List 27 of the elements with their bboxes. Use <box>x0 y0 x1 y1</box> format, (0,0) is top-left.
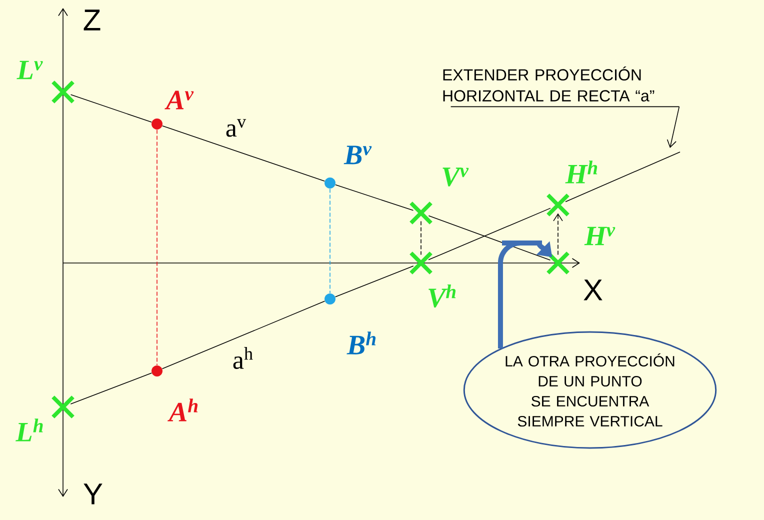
point-label: B$^{v}$ <box>344 146 372 164</box>
line <box>70 94 152 123</box>
line <box>334 266 414 298</box>
line-label: a$^{v}$ <box>226 119 246 137</box>
line <box>335 184 414 211</box>
axis-label: Y <box>84 484 102 504</box>
line <box>565 152 680 202</box>
projection-line <box>420 220 422 256</box>
axis-label: Z <box>84 10 100 30</box>
point-label: B$^{h}$ <box>346 332 376 354</box>
line <box>162 300 326 370</box>
point-label: A$^{v}$ <box>164 90 194 110</box>
point-label: L$^{h}$ <box>16 418 43 442</box>
point-label: V$^{v}$ <box>442 168 469 186</box>
point-label: H$^{h}$ <box>565 160 598 184</box>
leader-arrow <box>666 106 680 148</box>
point-label: H$^{v}$ <box>584 226 616 246</box>
line <box>162 125 325 182</box>
point-label: V$^{h}$ <box>428 284 456 308</box>
point-label: L$^{v}$ <box>16 60 43 80</box>
axis-label: X <box>584 280 602 300</box>
note-text: EXTENDER PROYECCIÓN HORIZONTAL DE RECTA “a” <box>443 66 654 102</box>
point-label: A$^{h}$ <box>168 398 198 422</box>
projection-line <box>156 129 158 366</box>
projection-line <box>553 213 563 256</box>
line <box>70 372 152 404</box>
line-label: a$^{h}$ <box>233 347 253 369</box>
